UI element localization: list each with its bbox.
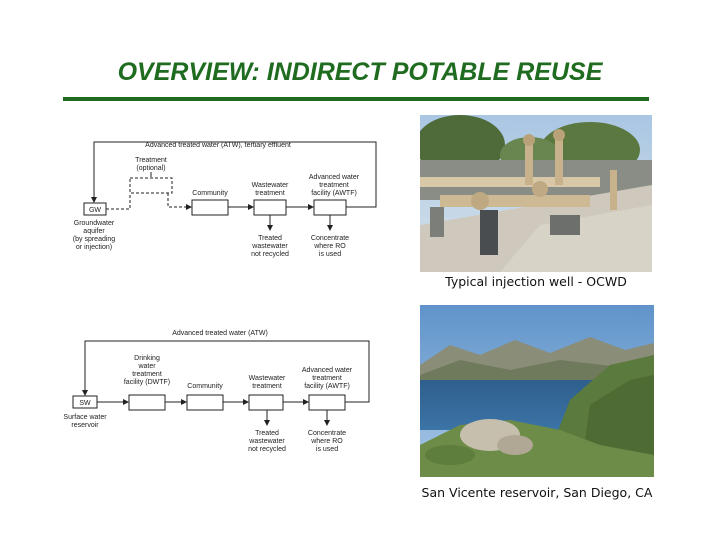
svg-text:facility (AWTF): facility (AWTF) [304,383,350,390]
svg-text:(optional): (optional) [136,165,165,172]
svg-text:water: water [137,363,156,370]
svg-text:Surface water: Surface water [63,414,107,421]
sw-awtf-box [308,394,346,411]
svg-text:Community: Community [192,190,228,197]
svg-text:Treatment: Treatment [135,157,167,164]
reservoir-photo [420,305,654,477]
groundwater-reuse-diagram: Advanced treated water (ATW), tertiary e… [58,130,388,270]
svg-text:Treated: Treated [258,235,282,242]
svg-text:wastewater: wastewater [251,243,288,250]
gw-top-flow-label: Advanced treated water (ATW), tertiary e… [145,142,291,149]
gw-awtf-box [313,199,347,216]
title-underline [63,97,649,101]
sw-wastewater-box [248,394,284,411]
svg-text:Wastewater: Wastewater [252,182,289,189]
svg-text:not recycled: not recycled [251,251,289,258]
svg-text:is used: is used [316,446,338,453]
svg-text:treatment: treatment [252,383,282,390]
svg-text:treatment: treatment [319,182,349,189]
svg-text:treatment: treatment [132,371,162,378]
sw-reservoir-box [72,395,98,409]
svg-text:treatment: treatment [255,190,285,197]
svg-text:not recycled: not recycled [248,446,286,453]
svg-text:Advanced water: Advanced water [302,367,353,374]
gw-community-box [191,199,229,216]
gw-wastewater-box [253,199,287,216]
svg-text:GW: GW [89,207,101,214]
svg-text:(by spreading: (by spreading [73,236,116,243]
svg-text:Wastewater: Wastewater [249,375,286,382]
svg-text:Groundwater: Groundwater [74,220,115,227]
injection-well-photo [420,115,652,272]
svg-text:facility (DWTF): facility (DWTF) [124,379,170,386]
injection-well-caption: Typical injection well - OCWD [445,274,627,289]
reservoir-caption: San Vicente reservoir, San Diego, CA [421,485,653,500]
svg-text:Treated: Treated [255,430,279,437]
svg-text:Community: Community [187,383,223,390]
svg-text:wastewater: wastewater [248,438,285,445]
gw-aquifer-box [83,202,107,216]
svg-text:facility (AWTF): facility (AWTF) [311,190,357,197]
sw-community-box [186,394,224,411]
svg-text:Concentrate: Concentrate [308,430,346,437]
svg-text:where RO: where RO [310,438,343,445]
svg-text:treatment: treatment [312,375,342,382]
sw-dwtf-box [128,394,166,411]
sw-top-flow-label: Advanced treated water (ATW) [172,330,268,337]
svg-text:where RO: where RO [313,243,346,250]
svg-text:Concentrate: Concentrate [311,235,349,242]
svg-text:Drinking: Drinking [134,355,160,362]
svg-text:Advanced water: Advanced water [309,174,360,181]
slide-title: OVERVIEW: INDIRECT POTABLE REUSE [117,58,603,86]
svg-text:reservoir: reservoir [71,422,99,429]
surface-water-reuse-diagram: Advanced treated water (ATW) Drinking wa… [55,325,375,460]
gw-treatment-optional-box [129,177,173,194]
svg-text:SW: SW [79,400,91,407]
svg-text:or injection): or injection) [76,244,112,251]
svg-text:aquifer: aquifer [83,228,105,235]
svg-text:is used: is used [319,251,341,258]
